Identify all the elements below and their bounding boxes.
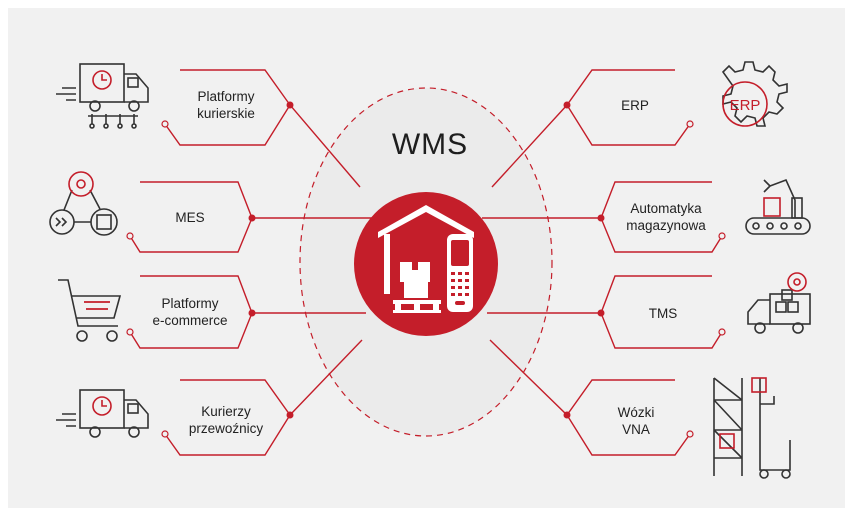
right-node-4-line2: VNA xyxy=(622,422,650,437)
left-node-1-label: Platformy kurierskie xyxy=(180,88,272,122)
connector-right-3-lower xyxy=(600,312,723,349)
left-node-1-line1: Platformy xyxy=(197,89,255,104)
connector-left-2 xyxy=(140,181,372,219)
connector-left-4-lower xyxy=(164,414,291,456)
left-node-2-line1: MES xyxy=(175,210,205,225)
connector-left-2-lower xyxy=(129,217,253,253)
left-node-4-label: Kurierzy przewoźnicy xyxy=(180,403,272,437)
wms-title: WMS xyxy=(391,128,469,161)
connector-left-3-lower xyxy=(129,312,253,349)
left-dots xyxy=(248,101,294,419)
right-node-2-line2: magazynowa xyxy=(626,218,706,233)
erp-gear-icon xyxy=(721,61,788,127)
left-node-2-label: MES xyxy=(150,209,230,226)
vna-forklift-rack-icon xyxy=(713,377,791,479)
left-connectors xyxy=(129,69,372,456)
connector-right-2-lower xyxy=(600,217,723,253)
left-node-1-line2: kurierskie xyxy=(197,106,255,121)
conveyor-gear-box-icon xyxy=(49,189,118,236)
connector-right-1-lower xyxy=(566,104,691,146)
right-connectors xyxy=(482,69,723,456)
left-node-3-line2: e-commerce xyxy=(152,313,228,328)
right-node-2-label: Automatyka magazynowa xyxy=(617,200,715,234)
right-node-1-label: ERP xyxy=(600,97,670,114)
delivery-truck-icon xyxy=(56,389,149,438)
connector-right-2 xyxy=(482,181,712,219)
left-node-3-line1: Platformy xyxy=(161,296,219,311)
connector-right-4 xyxy=(489,339,675,417)
right-node-2-line1: Automatyka xyxy=(630,201,702,216)
left-node-3-label: Platformy e-commerce xyxy=(140,295,240,329)
left-end-circles xyxy=(126,120,169,438)
right-dots xyxy=(563,101,605,419)
connector-right-3 xyxy=(487,275,712,314)
erp-badge-text: ERP xyxy=(730,97,761,114)
connector-right-1 xyxy=(491,69,675,188)
connector-left-1 xyxy=(180,69,361,188)
connector-left-3 xyxy=(140,275,366,314)
robot-arm-conveyor-icon xyxy=(745,178,811,235)
right-node-1-line1: ERP xyxy=(621,98,649,113)
right-node-3-line1: TMS xyxy=(648,306,678,321)
right-end-circles xyxy=(686,120,726,438)
left-node-4-line2: przewoźnicy xyxy=(188,421,264,436)
connector-left-1-lower xyxy=(164,104,291,146)
connector-left-4 xyxy=(180,339,363,417)
right-node-4-label: Wózki VNA xyxy=(596,404,676,438)
left-node-4-line1: Kurierzy xyxy=(201,404,251,419)
warehouse-icon xyxy=(378,205,474,313)
right-node-3-label: TMS xyxy=(628,305,698,322)
handheld-scanner-icon xyxy=(447,234,473,312)
shopping-cart-icon xyxy=(58,279,122,342)
connector-right-4-lower xyxy=(566,414,691,456)
delivery-truck-clock-icon xyxy=(56,63,149,129)
right-node-4-line1: Wózki xyxy=(617,405,655,420)
truck-boxes-gear-icon xyxy=(747,289,811,334)
